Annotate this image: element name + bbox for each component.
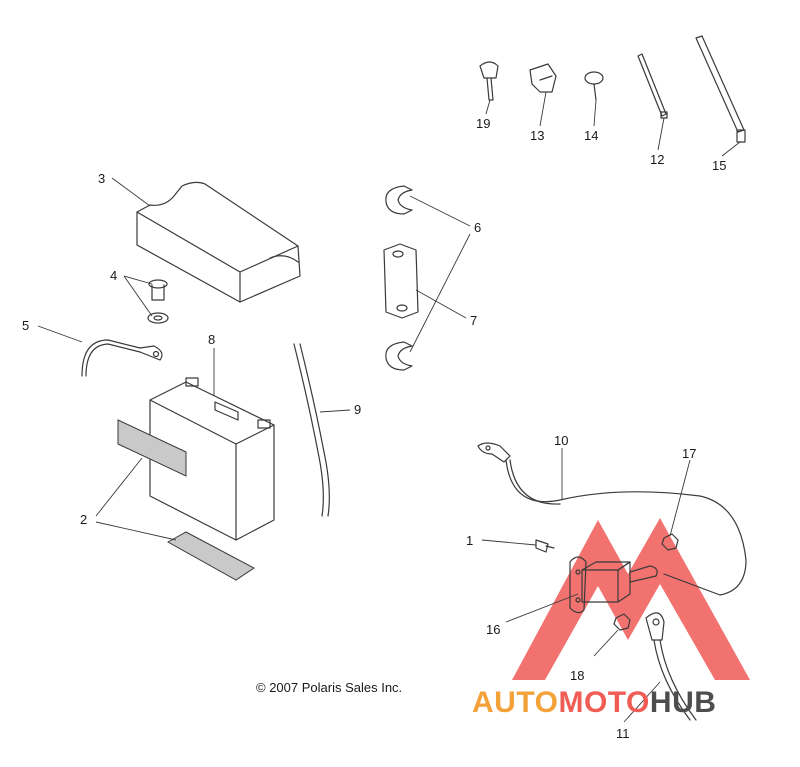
part-4-bolt-washer	[147, 279, 169, 324]
callout-16: 16	[486, 622, 500, 637]
callout-12: 12	[650, 152, 664, 167]
callout-5: 5	[22, 318, 29, 333]
callout-4: 4	[110, 268, 117, 283]
watermark-triangle-logo	[512, 518, 750, 680]
watermark-word-hub: HUB	[649, 686, 717, 719]
part-18-nut	[613, 613, 631, 631]
part-3-battery-cover	[136, 181, 301, 303]
part-5-ground-cable	[81, 339, 163, 377]
part-6-clips	[385, 185, 413, 371]
callout-19: 19	[476, 116, 490, 131]
callout-15: 15	[712, 158, 726, 173]
callout-9: 9	[354, 402, 361, 417]
callout-17: 17	[682, 446, 696, 461]
part-9-battery-strap	[293, 343, 330, 517]
part-14-cable-clamp	[584, 71, 604, 101]
watermark-word-auto: AUTO	[472, 686, 559, 719]
callout-6: 6	[474, 220, 481, 235]
watermark-word-moto: MOTO	[558, 686, 650, 719]
callout-14: 14	[584, 128, 598, 143]
part-12-cable-tie	[637, 53, 668, 119]
copyright-notice: © 2007 Polaris Sales Inc.	[256, 680, 403, 695]
part-8-battery	[149, 377, 275, 541]
callout-7: 7	[470, 313, 477, 328]
callout-11: 11	[616, 726, 630, 741]
part-10-cable	[477, 442, 747, 596]
part-2-battery-pads	[117, 419, 255, 581]
callout-labels: 3 4 5 6 7 8 9 2 10 17 1 16 18 11 19 13 1…	[22, 116, 726, 741]
part-17-nut	[661, 533, 679, 551]
part-13-clip	[529, 63, 557, 93]
leader-lines	[37, 91, 741, 723]
callout-1: 1	[466, 533, 473, 548]
part-16-starter-solenoid	[569, 556, 658, 614]
callout-2: 2	[80, 512, 87, 527]
callout-13: 13	[530, 128, 544, 143]
part-7-bracket	[383, 243, 419, 319]
callout-10: 10	[554, 433, 568, 448]
part-1-bolt	[535, 539, 555, 553]
callout-8: 8	[208, 332, 215, 347]
callout-18: 18	[570, 668, 584, 683]
part-19-push-rivet	[479, 61, 499, 101]
part-15-cable-tie	[695, 35, 746, 143]
watermark-wordmark: AUTOMOTOHUB	[472, 686, 716, 720]
callout-3: 3	[98, 171, 105, 186]
part-11-cable	[645, 612, 697, 721]
